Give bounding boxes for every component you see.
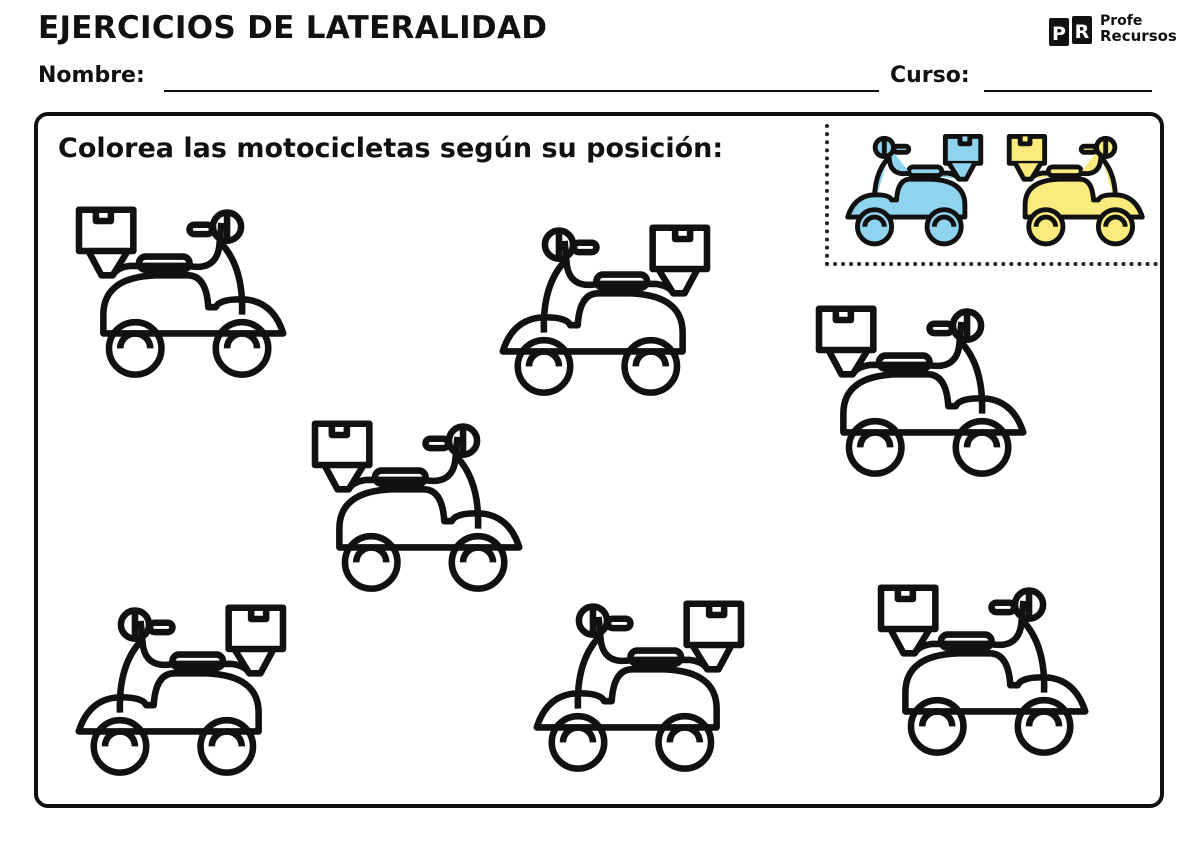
student-info-row: Nombre: Curso: (38, 63, 1158, 95)
scooter-2-shape (503, 228, 707, 393)
svg-text:P: P (1052, 23, 1066, 45)
scooter-6-facing-left[interactable] (522, 600, 752, 778)
instruction-text: Colorea las motocicletas según su posici… (58, 133, 724, 164)
scooter-7-shape (881, 588, 1085, 753)
scooter-4-shape (315, 424, 519, 589)
scooter-6-shape (537, 604, 741, 769)
legend-scooter-blue-left (838, 134, 988, 250)
name-label: Nombre: (38, 63, 145, 88)
worksheet-title: EJERCICIOS DE LATERALIDAD (38, 10, 548, 46)
legend-scooter-yellow-right (1002, 134, 1152, 250)
scooter-3-facing-right[interactable] (808, 305, 1038, 483)
course-label: Curso: (890, 63, 970, 88)
scooter-4-facing-right[interactable] (304, 420, 534, 598)
course-blank-line[interactable] (984, 90, 1152, 92)
scooter-7-facing-right[interactable] (870, 584, 1100, 762)
scooter-3-shape (819, 309, 1023, 474)
profe-recursos-logo-icon: P R (1049, 16, 1092, 46)
name-blank-line[interactable] (164, 90, 879, 92)
scooter-2-facing-left[interactable] (488, 224, 718, 402)
scooter-1-facing-right[interactable] (68, 206, 298, 384)
svg-text:R: R (1075, 21, 1090, 43)
color-legend-box (825, 124, 1158, 266)
logo-text-profe: Profe (1100, 13, 1143, 29)
logo-text-recursos: Recursos (1100, 27, 1177, 45)
scooter-5-facing-left[interactable] (64, 604, 294, 782)
exercise-frame (34, 112, 1164, 808)
brand-logo: P R Profe Recursos (1047, 12, 1187, 52)
scooter-1-shape (79, 210, 283, 375)
scooter-5-shape (79, 608, 283, 773)
